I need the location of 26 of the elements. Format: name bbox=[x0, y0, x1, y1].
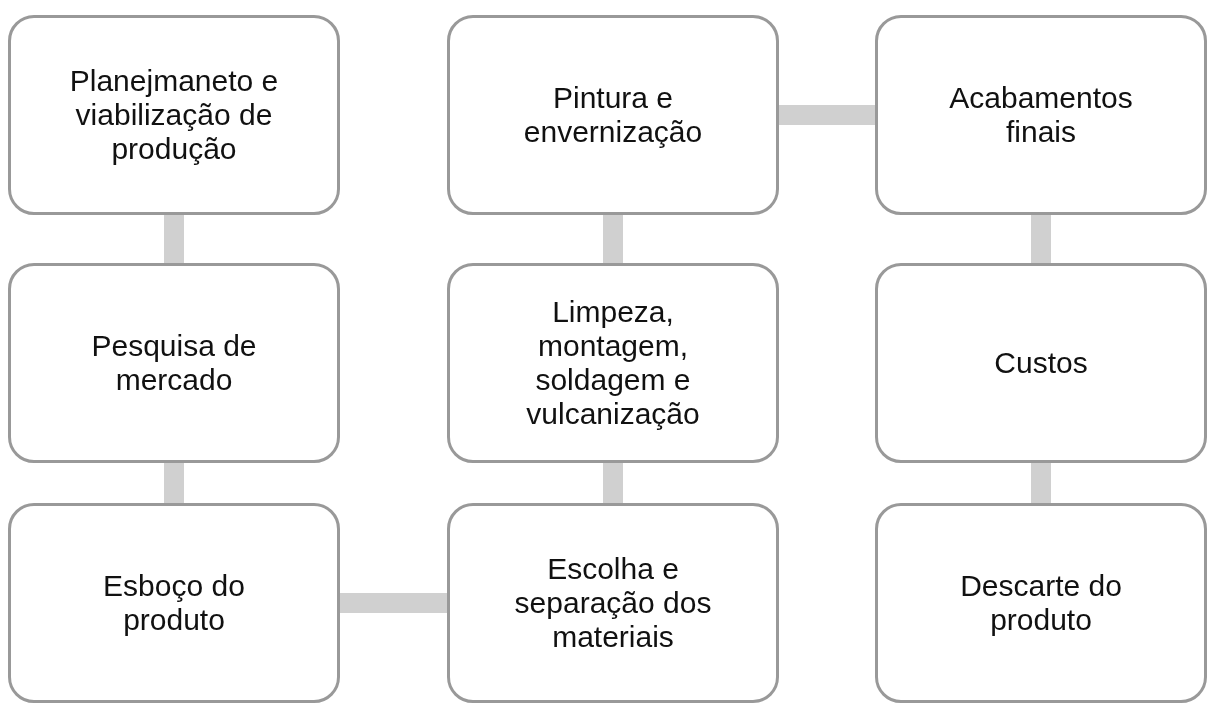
step-label: Custos bbox=[994, 346, 1088, 380]
connector-bar bbox=[779, 105, 875, 125]
connector-bar bbox=[164, 463, 184, 503]
connector-bar bbox=[603, 463, 623, 503]
step-label: Esboço do produto bbox=[102, 569, 246, 637]
process-box bbox=[8, 15, 340, 215]
process-box bbox=[8, 263, 340, 463]
connector-bar bbox=[1031, 463, 1051, 503]
step-label: Acabamentos finais bbox=[948, 81, 1134, 149]
process-box bbox=[447, 15, 779, 215]
step-label: Escolha e separação dos materiais bbox=[513, 552, 713, 654]
process-box bbox=[875, 263, 1207, 463]
process-box bbox=[875, 15, 1207, 215]
process-box bbox=[875, 503, 1207, 703]
step-label: Limpeza, montagem, soldagem e vulcanização bbox=[525, 295, 701, 431]
process-box bbox=[8, 503, 340, 703]
process-box bbox=[447, 503, 779, 703]
step-label: Pintura e envernização bbox=[522, 81, 704, 149]
step-label: Pesquisa de mercado bbox=[90, 329, 258, 397]
step-label: Descarte do produto bbox=[959, 569, 1123, 637]
connector-bar bbox=[603, 215, 623, 263]
connector-bar bbox=[340, 593, 447, 613]
step-label: Planejmaneto e viabilização de produção bbox=[68, 64, 280, 166]
process-box bbox=[447, 263, 779, 463]
connector-bar bbox=[1031, 215, 1051, 263]
connector-bar bbox=[164, 215, 184, 263]
